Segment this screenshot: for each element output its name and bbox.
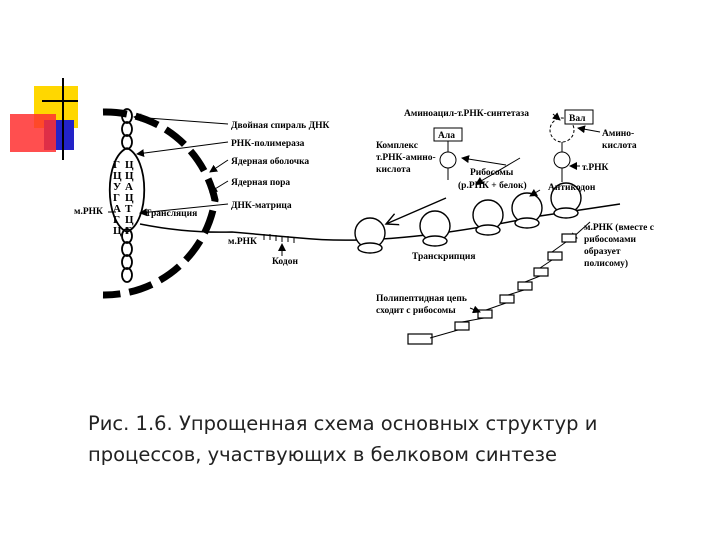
label-translation-left: Трансляция	[145, 209, 197, 219]
label-complex-2: т.РНК-амино-	[376, 153, 436, 163]
label-anticodon: Антикодон	[548, 183, 596, 193]
label-transcription: Транскрипция	[412, 252, 476, 262]
polypeptide-chain	[408, 234, 576, 344]
label-mrna-right: м.РНК (вместе с	[584, 222, 654, 233]
protein-synthesis-diagram: Г Ц У Г А Г Ц Ц Ц А Ц Т Ц Г Двойная спир…	[0, 0, 720, 400]
label-dna-helix: Двойная спираль ДНК	[231, 120, 329, 131]
label-polypeptide: Полипептидная цепь	[376, 294, 467, 304]
label-nuclear-pore: Ядерная пора	[231, 178, 290, 188]
label-trna: т.РНК	[582, 163, 609, 173]
label-mrna-right-4: полисому)	[584, 258, 628, 269]
trna-complex-right	[554, 152, 570, 168]
trna-complex-left	[440, 152, 456, 168]
label-amino-acid: Амино-	[602, 129, 634, 139]
label-complex-3: кислота	[376, 165, 411, 175]
label-ribosomes: Рибосомы	[470, 167, 514, 178]
dna-letters: Г Ц У Г А Г Ц Ц Ц А Ц Т Ц Г	[113, 159, 134, 237]
caption-line-2: процессов, участвующих в белковом синтез…	[88, 439, 688, 470]
dna-letter: Г	[125, 225, 132, 237]
label-amino-acid-2: кислота	[602, 141, 637, 151]
label-nuclear-envelope: Ядерная оболочка	[231, 156, 309, 167]
label-mrna-center: м.РНК	[228, 237, 257, 247]
label-val: Вал	[569, 114, 586, 124]
label-polypeptide-2: сходит с рибосомы	[376, 305, 456, 316]
caption-line-1: Рис. 1.6. Упрощенная схема основных стру…	[88, 408, 688, 439]
dna-letter: Ц	[113, 225, 122, 237]
label-ribosomes-2: (р.РНК + белок)	[458, 180, 527, 191]
label-mrna-right-3: образует	[584, 246, 621, 257]
label-mrna-left: м.РНК	[74, 207, 103, 217]
ribosomes	[355, 183, 581, 253]
label-codon: Кодон	[272, 257, 298, 267]
label-complex: Комплекс	[376, 141, 418, 151]
label-dna-template: ДНК-матрица	[231, 201, 292, 211]
label-rna-polymerase: РНК-полимераза	[231, 139, 305, 149]
label-synthetase: Аминоацил-т.РНК-синтетаза	[404, 109, 529, 119]
label-mrna-right-2: рибосомами	[584, 234, 637, 245]
figure-caption: Рис. 1.6. Упрощенная схема основных стру…	[88, 408, 688, 470]
label-ala: Ала	[438, 131, 455, 141]
